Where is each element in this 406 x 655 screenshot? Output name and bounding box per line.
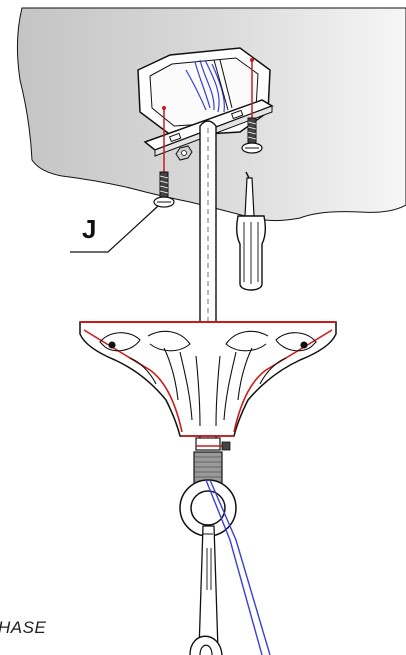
screwdriver [235, 171, 267, 291]
loop-ring [179, 479, 237, 537]
edge-caption-text: HASE [0, 618, 47, 637]
callout-label-j: J [82, 214, 97, 244]
hex-nut [175, 145, 193, 161]
fixture-wires [205, 479, 271, 655]
chain [189, 525, 223, 655]
callout-leader-j [70, 205, 159, 253]
mounting-screw-right [241, 117, 263, 154]
screw-j [153, 171, 175, 208]
canopy [79, 321, 337, 437]
screw-guide-lines [163, 60, 253, 178]
threaded-nipple [193, 437, 231, 491]
